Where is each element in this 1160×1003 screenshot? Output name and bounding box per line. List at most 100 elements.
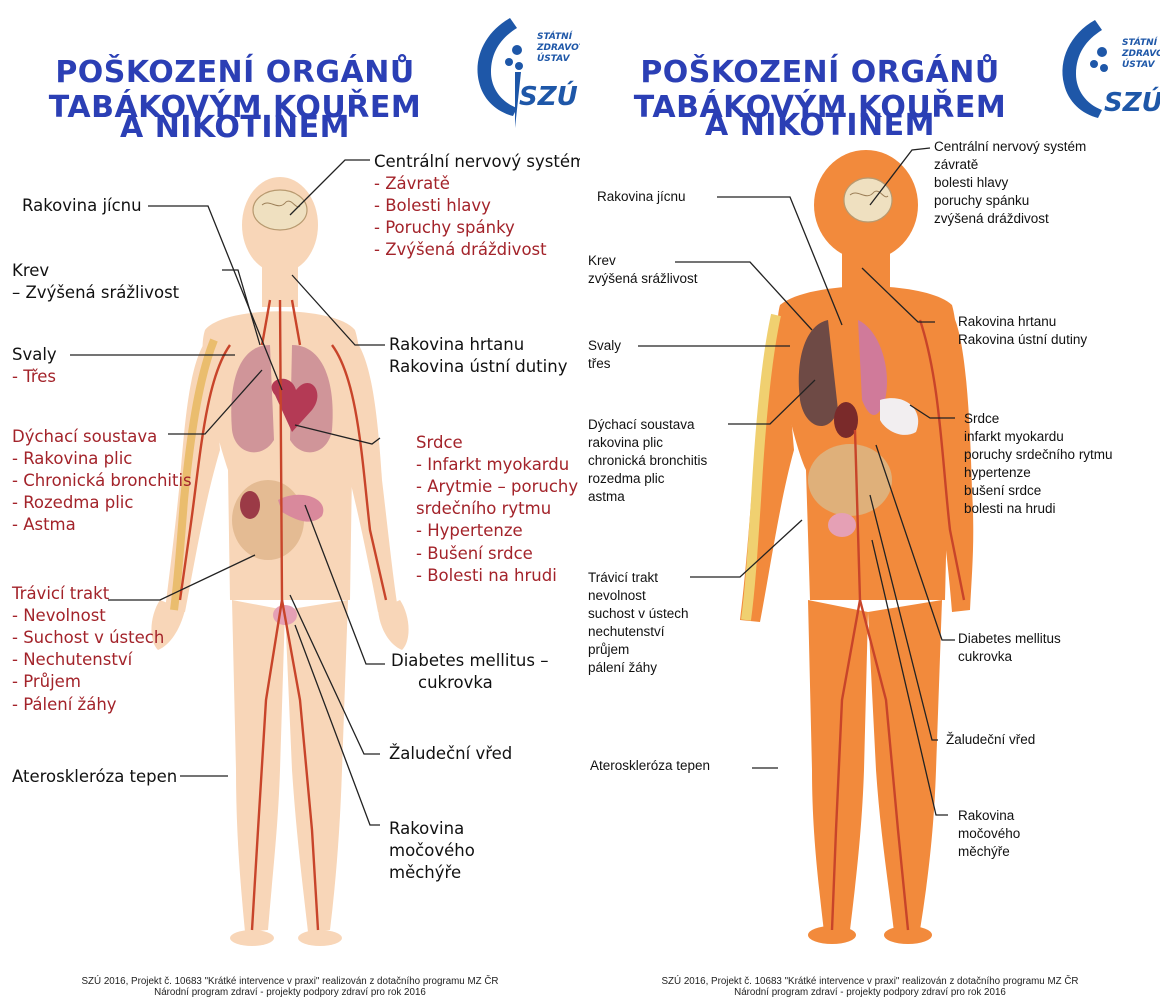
label-srdce-item: srdečního rytmu bbox=[416, 498, 578, 520]
label-travici-item: - Pálení žáhy bbox=[12, 694, 164, 716]
label-dychaci-title: Dýchací soustava bbox=[12, 426, 192, 448]
label-svaly-line: třes bbox=[588, 355, 621, 373]
label-srdce-title: Srdce bbox=[416, 432, 578, 454]
body-silhouette bbox=[151, 177, 408, 946]
body-silhouette bbox=[740, 150, 973, 944]
label-travici-line: nevolnost bbox=[588, 587, 689, 605]
label-srdce-line: bušení srdce bbox=[964, 482, 1113, 500]
label-dychaci-item: - Astma bbox=[12, 514, 192, 536]
label-srdce-item: - Infarkt myokardu bbox=[416, 454, 578, 476]
label-cns-line: bolesti hlavy bbox=[934, 174, 1086, 192]
label-hrtan-line: Rakovina hrtanu bbox=[389, 334, 567, 356]
label-travici-item: - Nevolnost bbox=[12, 605, 164, 627]
label-diabetes: Diabetes mellitus cukrovka bbox=[958, 630, 1061, 666]
label-atero-title: Ateroskleróza tepen bbox=[590, 757, 710, 775]
footer-line-2: Národní program zdraví - projekty podpor… bbox=[0, 988, 580, 999]
label-diabetes: Diabetes mellitus – cukrovka bbox=[391, 650, 548, 694]
label-travici-item: - Nechutenství bbox=[12, 649, 164, 671]
label-cns-title: Centrální nervový systém bbox=[374, 151, 580, 173]
label-srdce-item: - Bolesti na hrudi bbox=[416, 565, 578, 587]
label-dychaci-item: - Rakovina plic bbox=[12, 448, 192, 470]
label-diabetes-line: Diabetes mellitus bbox=[958, 630, 1061, 648]
label-srdce-item: - Hypertenze bbox=[416, 520, 578, 542]
label-mocovy: Rakovina močového měchýře bbox=[389, 818, 475, 884]
label-srdce-line: bolesti na hrudi bbox=[964, 500, 1113, 518]
label-mocovy-line: Rakovina bbox=[958, 807, 1020, 825]
label-krev-item: – Zvýšená srážlivost bbox=[12, 282, 179, 304]
label-travici-title: Trávicí trakt bbox=[12, 583, 164, 605]
label-cns-line: poruchy spánku bbox=[934, 192, 1086, 210]
label-travici-line: Trávicí trakt bbox=[588, 569, 689, 587]
label-cns-item: - Zvýšená dráždivost bbox=[374, 239, 580, 261]
label-diabetes-line: cukrovka bbox=[391, 672, 548, 694]
label-hrtan-line: Rakovina hrtanu bbox=[958, 313, 1087, 331]
label-jicen: Rakovina jícnu bbox=[597, 188, 686, 206]
label-dychaci-item: - Chronická bronchitis bbox=[12, 470, 192, 492]
intestines bbox=[232, 480, 304, 560]
label-srdce-line: infarkt myokardu bbox=[964, 428, 1113, 446]
label-zaludek-title: Žaludeční vřed bbox=[389, 743, 512, 765]
label-travici: Trávicí trakt - Nevolnost - Suchost v ús… bbox=[12, 583, 164, 716]
label-cns-item: - Závratě bbox=[374, 173, 580, 195]
label-diabetes-line: Diabetes mellitus – bbox=[391, 650, 548, 672]
label-cns-line: Centrální nervový systém bbox=[934, 138, 1086, 156]
footer-line-2: Národní program zdraví - projekty podpor… bbox=[580, 988, 1160, 999]
label-dychaci-line: chronická bronchitis bbox=[588, 452, 707, 470]
label-cns: Centrální nervový systém - Závratě - Bol… bbox=[374, 151, 580, 262]
label-srdce-line: hypertenze bbox=[964, 464, 1113, 482]
label-atero: Ateroskleróza tepen bbox=[12, 766, 177, 788]
label-travici-line: nechutenství bbox=[588, 623, 689, 641]
label-dychaci: Dýchací soustava - Rakovina plic - Chron… bbox=[12, 426, 192, 537]
label-jicen: Rakovina jícnu bbox=[22, 195, 142, 217]
label-srdce: Srdce - Infarkt myokardu - Arytmie – por… bbox=[416, 432, 578, 587]
label-atero-title: Ateroskleróza tepen bbox=[12, 766, 177, 788]
label-cns: Centrální nervový systém závratě bolesti… bbox=[934, 138, 1086, 228]
label-cns-line: závratě bbox=[934, 156, 1086, 174]
label-svaly-title: Svaly bbox=[12, 344, 57, 366]
label-zaludek: Žaludeční vřed bbox=[389, 743, 512, 765]
label-srdce-item: - Bušení srdce bbox=[416, 543, 578, 565]
right-poster: POŠKOZENÍ ORGÁNŮ TABÁKOVÝM KOUŘEM A NIKO… bbox=[580, 0, 1160, 1003]
label-krev-title: Krev bbox=[12, 260, 179, 282]
label-cns-line: zvýšená dráždivost bbox=[934, 210, 1086, 228]
label-mocovy-line: močového bbox=[958, 825, 1020, 843]
label-atero: Ateroskleróza tepen bbox=[590, 757, 710, 775]
label-mocovy-line: měchýře bbox=[389, 862, 475, 884]
left-poster: POŠKOZENÍ ORGÁNŮ TABÁKOVÝM KOUŘEM A NIKO… bbox=[0, 0, 580, 1003]
label-krev-line: Krev bbox=[588, 252, 698, 270]
label-mocovy-line: močového bbox=[389, 840, 475, 862]
label-srdce-line: Srdce bbox=[964, 410, 1113, 428]
label-travici-item: - Suchost v ústech bbox=[12, 627, 164, 649]
footer: SZÚ 2016, Projekt č. 10683 "Krátké inter… bbox=[580, 977, 1160, 999]
label-jicen-title: Rakovina jícnu bbox=[597, 188, 686, 206]
label-dychaci-item: - Rozedma plic bbox=[12, 492, 192, 514]
label-srdce: Srdce infarkt myokardu poruchy srdečního… bbox=[964, 410, 1113, 518]
label-travici-line: pálení žáhy bbox=[588, 659, 689, 677]
label-dychaci-line: rakovina plic bbox=[588, 434, 707, 452]
label-krev-line: zvýšená srážlivost bbox=[588, 270, 698, 288]
label-svaly-line: Svaly bbox=[588, 337, 621, 355]
label-hrtan: Rakovina hrtanu Rakovina ústní dutiny bbox=[958, 313, 1087, 349]
label-krev: Krev – Zvýšená srážlivost bbox=[12, 260, 179, 304]
brain bbox=[253, 190, 307, 230]
label-dychaci-line: rozedma plic bbox=[588, 470, 707, 488]
label-diabetes-line: cukrovka bbox=[958, 648, 1061, 666]
label-dychaci: Dýchací soustava rakovina plic chronická… bbox=[588, 416, 707, 506]
label-hrtan: Rakovina hrtanu Rakovina ústní dutiny bbox=[389, 334, 567, 378]
label-hrtan-line: Rakovina ústní dutiny bbox=[389, 356, 567, 378]
label-srdce-line: poruchy srdečního rytmu bbox=[964, 446, 1113, 464]
label-hrtan-line: Rakovina ústní dutiny bbox=[958, 331, 1087, 349]
kidney bbox=[240, 491, 260, 519]
footer: SZÚ 2016, Projekt č. 10683 "Krátké inter… bbox=[0, 977, 580, 999]
bladder bbox=[828, 513, 856, 537]
label-krev: Krev zvýšená srážlivost bbox=[588, 252, 698, 288]
label-travici-line: suchost v ústech bbox=[588, 605, 689, 623]
label-dychaci-line: Dýchací soustava bbox=[588, 416, 707, 434]
label-travici-item: - Průjem bbox=[12, 671, 164, 693]
label-cns-item: - Bolesti hlavy bbox=[374, 195, 580, 217]
label-cns-item: - Poruchy spánky bbox=[374, 217, 580, 239]
label-travici: Trávicí trakt nevolnost suchost v ústech… bbox=[588, 569, 689, 677]
label-mocovy-line: měchýře bbox=[958, 843, 1020, 861]
label-zaludek: Žaludeční vřed bbox=[946, 731, 1035, 749]
label-svaly-item: - Třes bbox=[12, 366, 57, 388]
